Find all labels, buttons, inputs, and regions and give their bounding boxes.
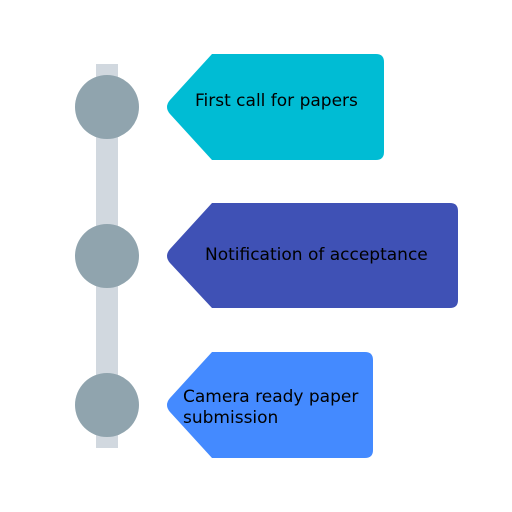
milestone-node-2 xyxy=(75,224,139,288)
milestone-tag-3 xyxy=(167,352,373,458)
milestone-label-2: Notification of acceptance xyxy=(205,234,455,276)
milestone-tag-1 xyxy=(167,54,384,160)
milestone-node-1 xyxy=(75,75,139,139)
milestone-text-2: Notification of acceptance xyxy=(205,244,428,265)
milestone-label-1: First call for papers xyxy=(195,80,380,122)
milestone-label-3: Camera ready paper submission xyxy=(183,387,373,429)
milestone-text-1: First call for papers xyxy=(195,90,358,111)
milestone-node-3 xyxy=(75,373,139,437)
milestone-tag-2 xyxy=(167,203,458,308)
milestone-text-3: Camera ready paper submission xyxy=(183,387,359,428)
